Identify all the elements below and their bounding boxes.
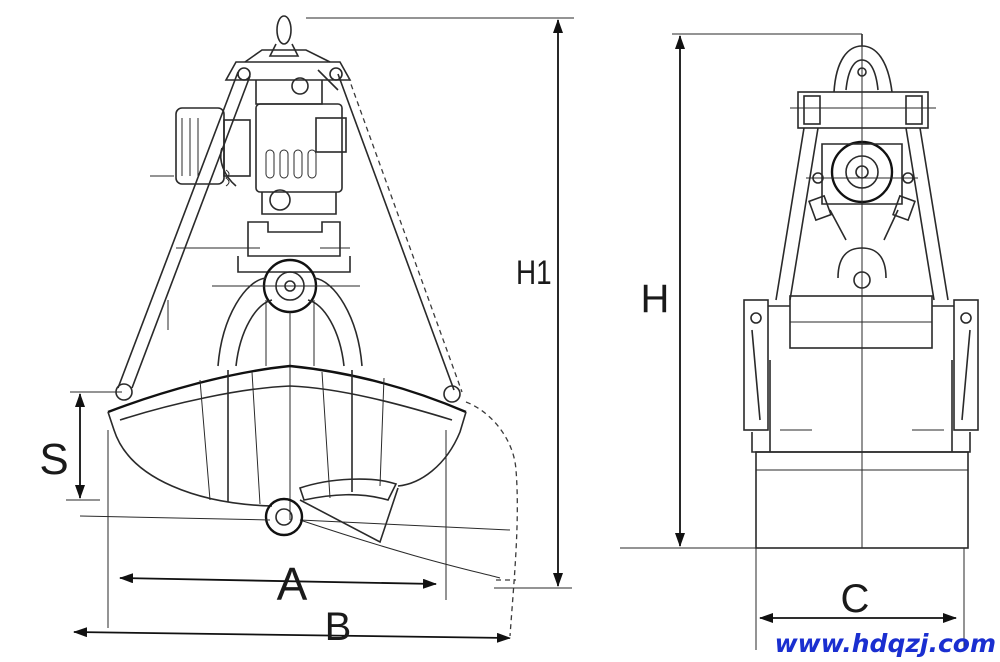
cylinder-block xyxy=(176,221,351,273)
dimension-h1 xyxy=(306,17,574,589)
central-hinge xyxy=(212,258,360,314)
label-s: S xyxy=(39,435,68,484)
side-view xyxy=(743,34,979,549)
side-frame xyxy=(775,46,949,548)
bucket-shells xyxy=(107,364,511,579)
label-h1: H1 xyxy=(516,253,552,291)
arch-frame xyxy=(217,277,363,520)
open-position-outline xyxy=(465,401,518,637)
label-b: B xyxy=(325,605,352,649)
dimension-b xyxy=(73,627,511,643)
label-h: H xyxy=(641,277,670,321)
tie-rods xyxy=(115,71,463,403)
side-top-head xyxy=(790,34,936,129)
label-c: C xyxy=(841,577,870,621)
dimension-s xyxy=(66,391,122,501)
dimension-c xyxy=(755,548,965,650)
top-shackle xyxy=(244,15,331,63)
head-block xyxy=(224,61,352,105)
front-view xyxy=(79,15,518,637)
side-crossbar xyxy=(743,295,979,431)
lower-hinge xyxy=(79,497,304,537)
label-a: A xyxy=(277,558,308,610)
side-bucket xyxy=(751,360,971,549)
watermark-url: www.hdqzj.com xyxy=(775,629,996,658)
pump-body xyxy=(255,103,347,215)
dimension-h xyxy=(620,33,862,549)
dimension-a xyxy=(107,430,447,628)
